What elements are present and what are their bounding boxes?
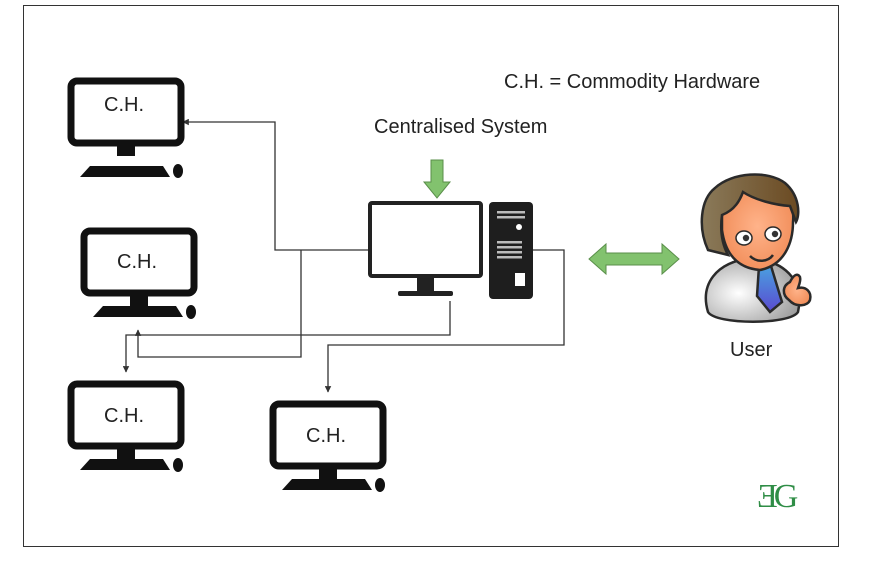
connection-ch-2: [134, 250, 302, 358]
cpu-tower-icon: [489, 202, 533, 299]
central-monitor-icon: [368, 201, 483, 296]
gfg-logo: ƎG: [757, 478, 798, 515]
ch-monitor-icon: [269, 400, 387, 492]
ch-2-label: C.H.: [117, 251, 157, 273]
ch-monitor-icon: [67, 77, 185, 178]
connection-ch-3: [122, 301, 451, 373]
central-system-title: Centralised System: [374, 116, 548, 138]
down-arrow-icon: [422, 159, 452, 199]
ch-4-label: C.H.: [306, 425, 346, 447]
ch-monitor-icon: [80, 227, 198, 319]
legend-text: C.H. = Commodity Hardware: [504, 71, 761, 93]
ch-1-label: C.H.: [104, 94, 144, 116]
connection-ch-1: [182, 118, 370, 251]
ch-monitor-icon: [67, 380, 185, 472]
ch-3-label: C.H.: [104, 405, 144, 427]
user-label: User: [730, 339, 773, 361]
user-avatar-icon: [700, 173, 812, 323]
connection-ch-4: [324, 249, 565, 393]
bidirectional-arrow-icon: [588, 242, 680, 276]
